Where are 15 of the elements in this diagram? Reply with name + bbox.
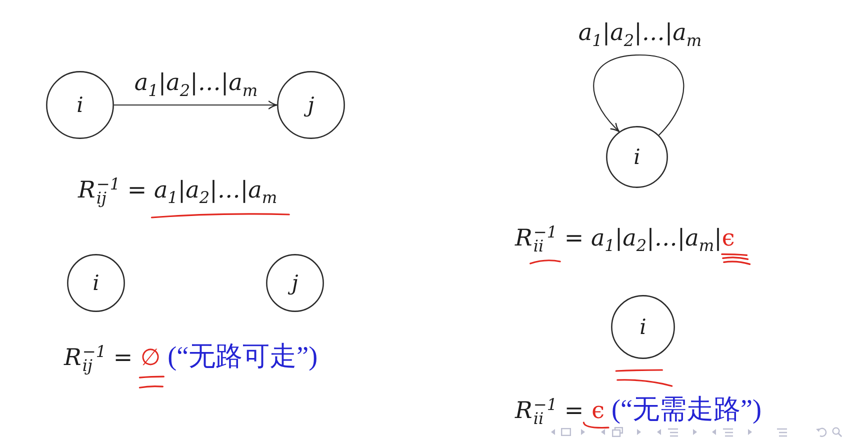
formula: R$^{−1}$$_{ij}$ = a$_{1}$|a$_{2}$|…|a$_{m}$	[78, 178, 278, 206]
formula: R$^{−1}$$_{ii}$ =	[515, 398, 584, 427]
note-text: (“无路可走”)	[168, 340, 318, 372]
empty-set-symbol: ∅	[140, 345, 161, 373]
epsilon-symbol: ϵ	[722, 226, 735, 254]
state-circle: i	[46, 71, 114, 139]
state-circle: j	[266, 254, 324, 312]
epsilon-symbol: ϵ	[592, 398, 605, 426]
state-circle: i	[611, 295, 675, 359]
state-circle: i	[606, 126, 668, 188]
formula: R$^{−1}$$_{ii}$ = a$_{1}$|a$_{2}$|…|a$_{m}$|	[515, 226, 722, 254]
state-circle: j	[277, 71, 345, 139]
note-text: (“无需走路”)	[612, 393, 762, 426]
formula: R$^{−1}$$_{ij}$ =	[64, 345, 133, 374]
state-circle: i	[67, 254, 125, 312]
